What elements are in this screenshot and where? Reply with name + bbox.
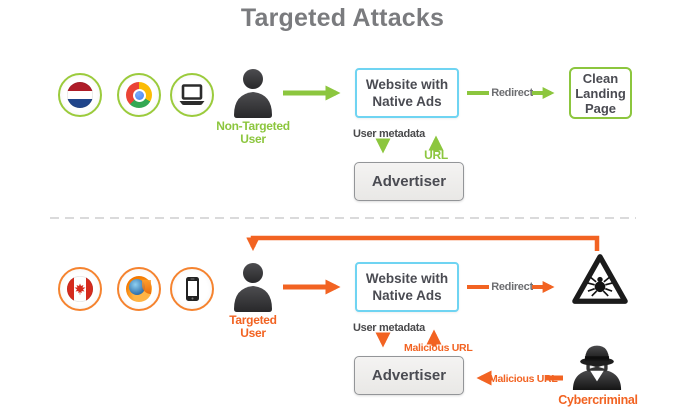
non-targeted-user-label: Non-Targeted User bbox=[216, 119, 290, 146]
smartphone-icon bbox=[185, 277, 199, 301]
chrome-browser-icon bbox=[126, 82, 152, 108]
spider-glyph bbox=[587, 276, 613, 297]
malicious-url-label-criminal: Malicious URL bbox=[489, 373, 558, 385]
spy-collar bbox=[590, 370, 604, 382]
malicious-url-label-up: Malicious URL bbox=[404, 342, 473, 354]
browser-badge-chrome bbox=[117, 73, 161, 117]
user-metadata-label-top: User metadata bbox=[353, 128, 425, 140]
country-badge-netherlands bbox=[58, 73, 102, 117]
spy-hat-band bbox=[584, 356, 610, 360]
targeted-user-label: Targeted User bbox=[229, 313, 277, 340]
cybercriminal-label: Cybercriminal bbox=[558, 393, 638, 407]
advertiser-box-top: Advertiser bbox=[354, 162, 464, 201]
website-native-ads-box-bottom: Website with Native Ads bbox=[355, 262, 459, 312]
malware-warning-triangle-icon bbox=[572, 254, 628, 304]
browser-badge-firefox bbox=[117, 267, 161, 311]
cybercriminal-spy-icon bbox=[572, 345, 622, 390]
page-title: Targeted Attacks bbox=[240, 4, 445, 32]
spy-glasses-right bbox=[598, 364, 605, 369]
url-label: URL bbox=[424, 148, 448, 162]
redirect-label-bottom: Redirect bbox=[491, 281, 533, 293]
country-badge-canada bbox=[58, 267, 102, 311]
canada-flag-icon bbox=[67, 276, 93, 302]
netherlands-flag-icon bbox=[67, 82, 93, 108]
redirect-label-top: Redirect bbox=[491, 87, 533, 99]
spy-glasses-left bbox=[589, 364, 596, 369]
clean-landing-page-box: Clean Landing Page bbox=[569, 67, 632, 119]
user-metadata-label-bottom: User metadata bbox=[353, 322, 425, 334]
non-targeted-user-icon bbox=[234, 69, 272, 118]
device-badge-laptop bbox=[170, 73, 214, 117]
advertiser-box-bottom: Advertiser bbox=[354, 356, 464, 395]
maple-leaf-icon bbox=[74, 283, 86, 295]
device-badge-smartphone bbox=[170, 267, 214, 311]
arrow-malware-back-to-targeted-user bbox=[246, 235, 600, 252]
website-native-ads-box-top: Website with Native Ads bbox=[355, 68, 459, 118]
firefox-browser-icon bbox=[126, 276, 152, 302]
laptop-icon bbox=[179, 84, 205, 105]
targeted-user-icon bbox=[234, 263, 272, 312]
